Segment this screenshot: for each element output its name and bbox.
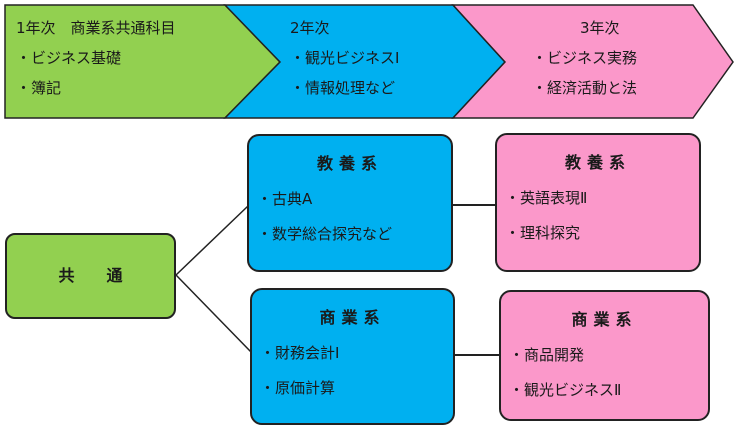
year2-item: ・情報処理など bbox=[290, 79, 396, 97]
box-item: ・観光ビジネスⅡ bbox=[509, 381, 622, 399]
common-box: 共 通 bbox=[5, 233, 176, 319]
year3-chevron bbox=[451, 4, 734, 119]
year2-commerce-box: 商業系 ・財務会計Ⅰ ・原価計算 bbox=[250, 288, 455, 425]
year2-heading: 2年次 bbox=[290, 19, 330, 37]
year3-item: ・ビジネス実務 bbox=[532, 49, 638, 67]
box-item: ・古典A bbox=[257, 190, 313, 208]
year3-text: 3年次 ・ビジネス実務 ・経済活動と法 bbox=[532, 15, 637, 101]
year3-commerce-box: 商業系 ・商品開発 ・観光ビジネスⅡ bbox=[499, 290, 710, 421]
box-title: 教養系 bbox=[564, 153, 631, 172]
box-title: 教養系 bbox=[316, 154, 383, 173]
connector-common-liberal bbox=[175, 205, 249, 276]
box-item: ・英語表現Ⅱ bbox=[505, 189, 588, 207]
year2-item: ・観光ビジネスⅠ bbox=[290, 49, 400, 67]
year1-heading: 1年次 商業系共通科目 bbox=[16, 19, 176, 37]
year1-text: 1年次 商業系共通科目 ・ビジネス基礎 ・簿記 bbox=[16, 15, 176, 101]
box-item: ・商品開発 bbox=[509, 346, 585, 364]
year3-heading: 3年次 bbox=[580, 19, 620, 37]
year2-text: 2年次 ・観光ビジネスⅠ ・情報処理など bbox=[290, 15, 399, 101]
box-title: 商業系 bbox=[319, 308, 386, 327]
box-item: ・数学総合探究など bbox=[257, 225, 393, 243]
box-item: ・財務会計Ⅰ bbox=[260, 344, 340, 362]
box-item: ・理科探究 bbox=[505, 224, 581, 242]
year2-liberal-box: 教養系 ・古典A ・数学総合探究など bbox=[247, 134, 453, 272]
year3-item: ・経済活動と法 bbox=[532, 79, 638, 97]
year3-liberal-box: 教養系 ・英語表現Ⅱ ・理科探究 bbox=[495, 133, 701, 272]
common-label: 共 通 bbox=[58, 266, 123, 285]
box-item: ・原価計算 bbox=[260, 379, 336, 397]
box-title: 商業系 bbox=[571, 310, 638, 329]
year1-item: ・ビジネス基礎 bbox=[16, 49, 122, 67]
connector-common-commerce bbox=[175, 274, 252, 353]
year1-item: ・簿記 bbox=[16, 79, 62, 97]
